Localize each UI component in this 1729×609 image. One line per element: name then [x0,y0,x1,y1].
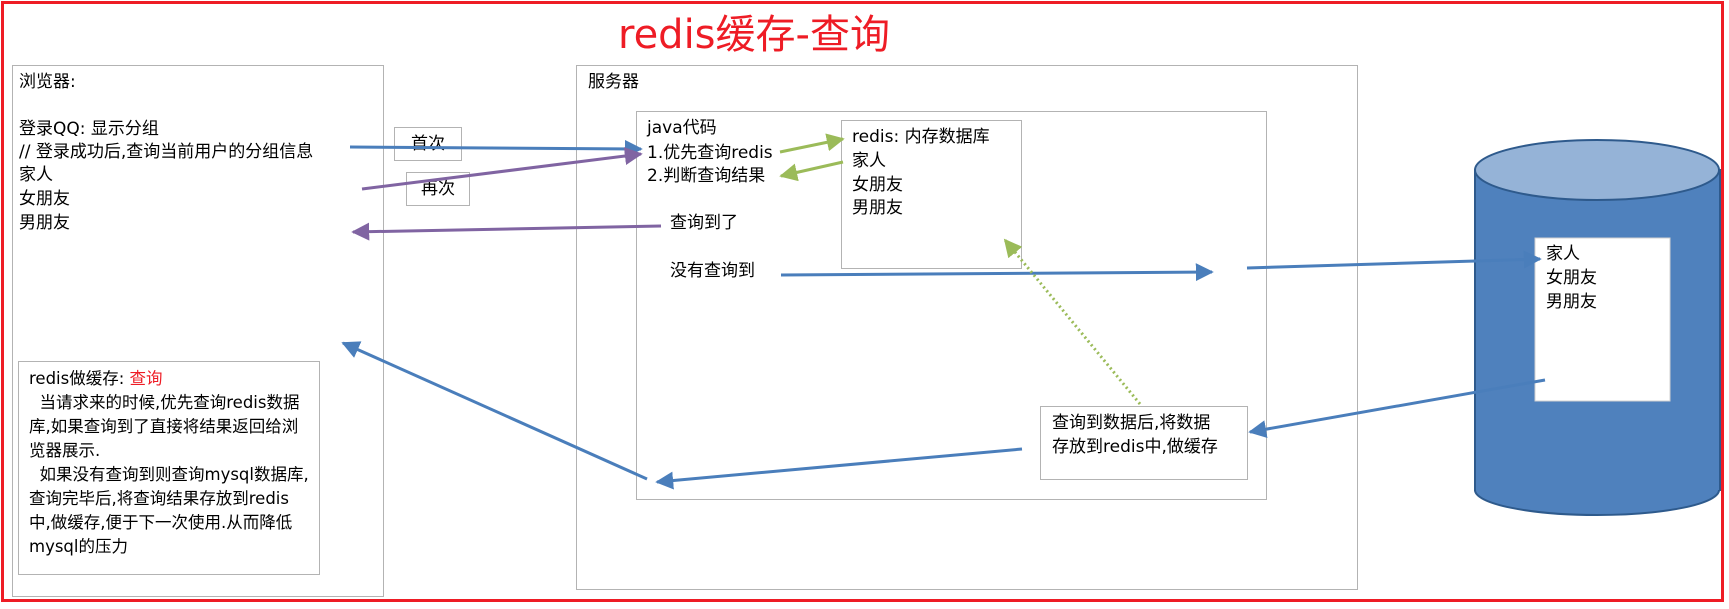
redis-item-1: 家人 [852,151,886,171]
save-cache-note-box [1040,406,1248,480]
browser-line-group-2: 女朋友 [19,189,70,209]
save-cache-note-line-1: 查询到数据后,将数据 [1052,413,1211,433]
browser-line-login: 登录QQ: 显示分组 [19,119,159,139]
java-code-box [636,111,1267,500]
browser-line-group-1: 家人 [19,165,53,185]
label-found: 查询到了 [670,213,738,233]
save-cache-note-line-2: 存放到redis中,做缓存 [1052,437,1218,457]
label-first-request: 首次 [394,127,462,161]
redis-box [841,120,1022,269]
browser-heading: 浏览器: [19,72,76,92]
browser-box [12,65,384,597]
database-item-1: 家人 [1546,244,1580,264]
label-repeat-request: 再次 [406,172,470,206]
java-code-title: java代码 [647,118,717,138]
step-check-result: 2.判断查询结果 [647,166,766,186]
note-paragraph-2: 如果没有查询到则查询mysql数据库,查询完毕后,将查询结果存放到redis中,… [29,465,309,556]
step-query-redis: 1.优先查询redis [647,143,773,163]
redis-item-3: 男朋友 [852,198,903,218]
database-item-2: 女朋友 [1546,268,1597,288]
server-box [576,65,1358,590]
note-heading-prefix: redis做缓存: [29,369,130,388]
server-heading: 服务器 [588,72,639,92]
browser-line-comment: // 登录成功后,查询当前用户的分组信息 [19,142,314,162]
redis-title: redis: 内存数据库 [852,127,990,147]
database-items: 家人 女朋友 男朋友 [1546,242,1597,314]
note-heading-highlight: 查询 [129,369,163,388]
label-not-found: 没有查询到 [670,261,755,281]
page-title: redis缓存-查询 [618,12,890,58]
database-item-3: 男朋友 [1546,292,1597,312]
explanation-note: redis做缓存: 查询 当请求来的时候,优先查询redis数据库,如果查询到了… [18,361,320,575]
note-heading: redis做缓存: 查询 [29,367,309,391]
browser-line-group-3: 男朋友 [19,213,70,233]
redis-item-2: 女朋友 [852,175,903,195]
note-paragraph-1: 当请求来的时候,优先查询redis数据库,如果查询到了直接将结果返回给浏览器展示… [29,393,300,460]
